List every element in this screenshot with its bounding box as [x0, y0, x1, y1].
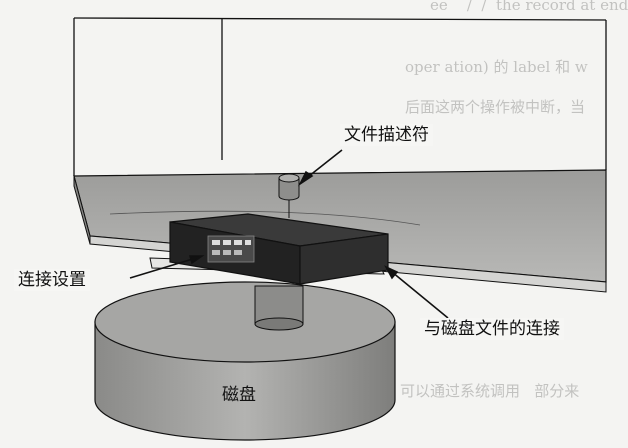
- bleed-through-text-4: 可以通过系统调用 部分来: [400, 382, 580, 400]
- connection-device: [169, 213, 389, 285]
- disk-cylinder: [94, 281, 396, 441]
- descriptor-cylinder: [278, 173, 300, 218]
- disk-spindle: [254, 285, 304, 331]
- bleed-through-text-3: 后面这两个操作被中断，当: [405, 98, 586, 116]
- bleed-through-text-1: ee / / the record at end: [430, 0, 628, 14]
- disk-connection-label: 与磁盘文件的连接: [420, 318, 564, 340]
- enclosure-box: [73, 17, 607, 176]
- disk-label: 磁盘: [222, 385, 256, 405]
- callout-arrows: [129, 149, 449, 319]
- bleed-through-text-2: oper ation) 的 label 和 w: [405, 58, 588, 76]
- connection-settings-label: 连接设置: [14, 269, 90, 291]
- file-descriptor-label: 文件描述符: [340, 124, 433, 146]
